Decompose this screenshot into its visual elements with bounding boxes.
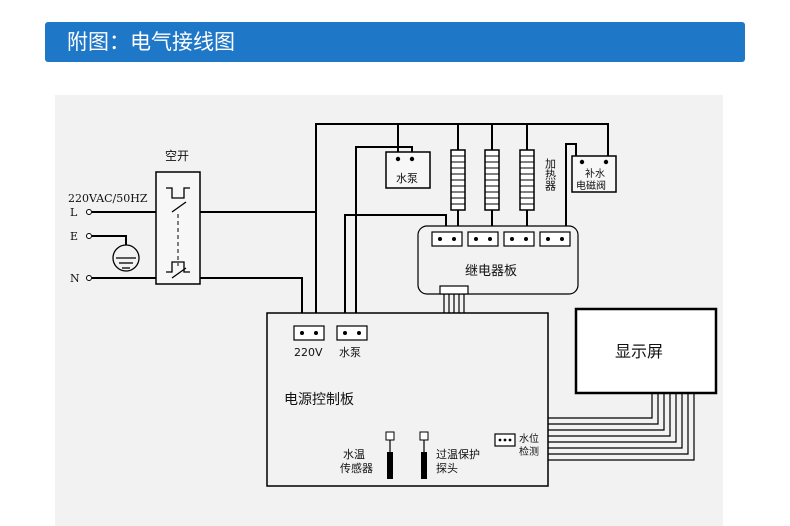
heater-2 xyxy=(484,149,500,211)
valve-label-line2: 电磁阀 xyxy=(576,179,606,192)
wire-e-input xyxy=(92,235,127,248)
terminal-l-label: L xyxy=(70,206,78,219)
heater-1 xyxy=(450,149,466,211)
port-pump-label: 水泵 xyxy=(339,346,361,359)
display-cable xyxy=(548,393,695,461)
power-control-board: 220V 水泵 电源控制板 水温 传感器 过温保护 探头 水位 检测 xyxy=(266,312,549,487)
refill-solenoid-valve: 补水 电磁阀 xyxy=(571,155,617,193)
ground-icon xyxy=(112,244,140,272)
temp-sensor-label-line1: 水温 xyxy=(343,448,365,461)
overheat-probe-icon xyxy=(419,431,429,479)
water-level-connector xyxy=(494,433,516,447)
power-terminals: 220VAC/50HZ L E N xyxy=(68,192,148,285)
wiring-diagram-panel: 空开 220VAC/50HZ L E N 水泵 加热器 xyxy=(55,95,723,526)
temp-sensor-label-line2: 传感器 xyxy=(340,462,373,475)
valve-label-line1: 补水 xyxy=(585,167,605,180)
overheat-probe-label-line1: 过温保护 xyxy=(436,447,480,461)
display-screen: 显示屏 xyxy=(574,307,718,395)
water-level-label-line1: 水位 xyxy=(519,432,539,445)
heater-3 xyxy=(519,149,535,211)
relay-board-label: 继电器板 xyxy=(465,264,517,279)
wiring-diagram: 空开 220VAC/50HZ L E N 水泵 加热器 xyxy=(68,123,718,487)
display-label: 显示屏 xyxy=(615,342,663,361)
heater-label: 加热器 xyxy=(544,158,557,192)
terminal-n-label: N xyxy=(70,272,80,285)
water-pump: 水泵 xyxy=(385,151,431,189)
power-spec-label: 220VAC/50HZ xyxy=(68,192,148,205)
port-220v-label: 220V xyxy=(294,346,323,359)
water-level-label-line2: 检测 xyxy=(519,445,539,458)
power-board-label: 电源控制板 xyxy=(284,392,354,408)
page-title: 附图：电气接线图 xyxy=(67,30,235,54)
pump-label: 水泵 xyxy=(396,172,418,185)
title-bar: 附图：电气接线图 xyxy=(45,22,745,62)
wire-main-bus xyxy=(200,123,609,213)
breaker-label: 空开 xyxy=(165,149,189,163)
terminal-e-label: E xyxy=(70,230,78,243)
temp-sensor-icon xyxy=(385,431,395,479)
relay-board: 继电器板 xyxy=(417,225,579,295)
air-breaker: 空开 xyxy=(155,149,201,285)
wire-neutral xyxy=(200,277,303,318)
overheat-probe-label-line2: 探头 xyxy=(436,462,458,475)
